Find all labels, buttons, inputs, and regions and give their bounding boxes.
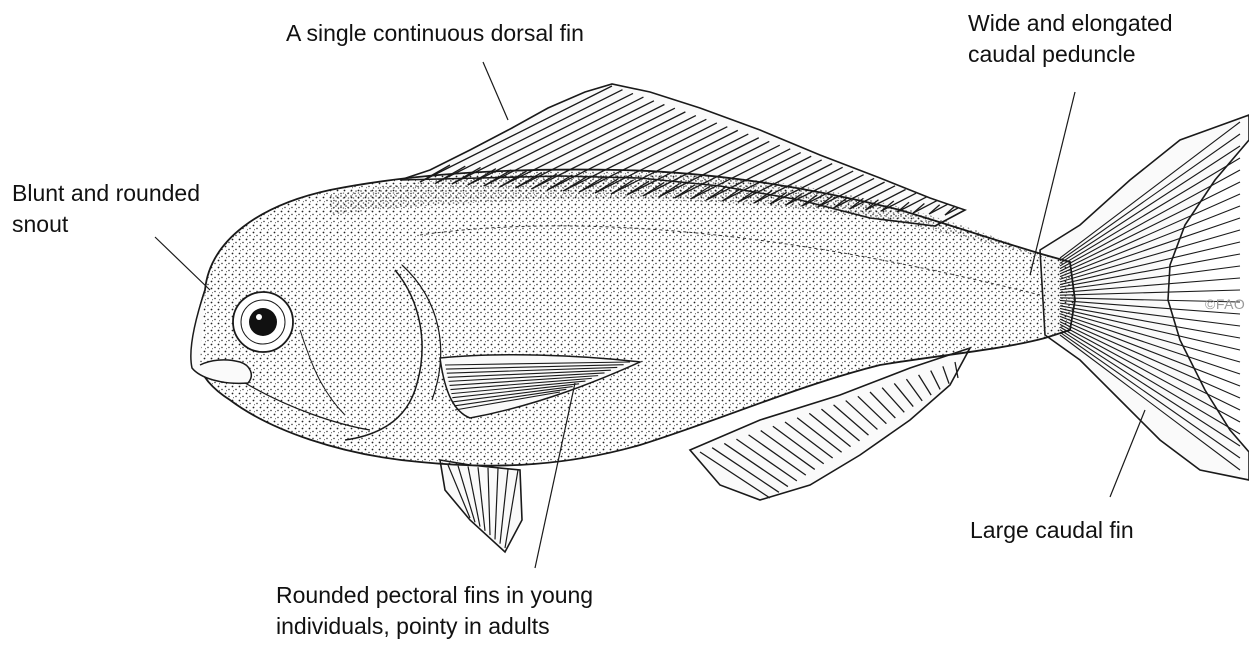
leader-line-snout	[155, 237, 210, 290]
label-dorsal-fin: A single continuous dorsal fin	[286, 18, 584, 49]
leader-line-caudal-fin	[1110, 410, 1145, 497]
label-caudal-peduncle: Wide and elongated caudal peduncle	[968, 8, 1173, 70]
label-snout: Blunt and rounded snout	[12, 178, 200, 240]
leader-line-dorsal-fin	[483, 62, 508, 120]
credit-text: ©FAO	[1205, 296, 1245, 312]
fish-eye	[233, 292, 293, 352]
label-pectoral-fins: Rounded pectoral fins in young individua…	[276, 580, 593, 642]
pelvic-fin	[440, 460, 522, 552]
label-caudal-fin: Large caudal fin	[970, 515, 1134, 546]
